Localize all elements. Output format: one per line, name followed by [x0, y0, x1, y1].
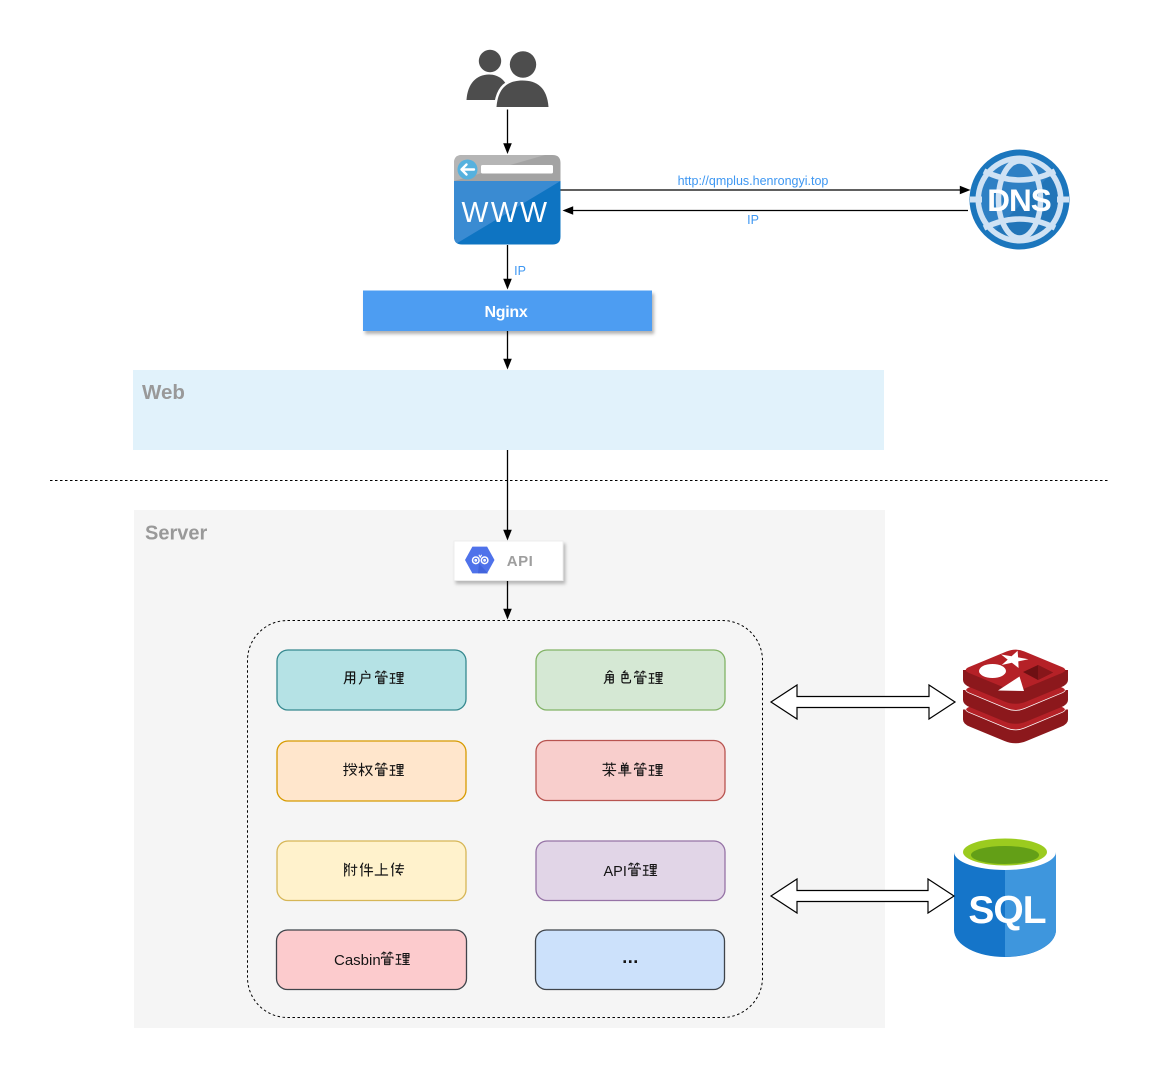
svg-text:IP: IP: [747, 213, 759, 227]
svg-text:API: API: [507, 553, 534, 570]
svg-text:http://qmplus.henrongyi.top: http://qmplus.henrongyi.top: [678, 174, 829, 188]
svg-text:Casbin: Casbin: [334, 952, 381, 969]
svg-text:Web: Web: [142, 381, 185, 404]
svg-text:API: API: [604, 864, 627, 880]
svg-text:Server: Server: [145, 523, 207, 545]
svg-text:IP: IP: [514, 264, 526, 278]
svg-text:Nginx: Nginx: [485, 304, 528, 321]
svg-text:SQL: SQL: [968, 889, 1045, 932]
svg-text:DNS: DNS: [987, 182, 1051, 218]
svg-text:...: ...: [622, 947, 639, 967]
svg-text:WWW: WWW: [462, 197, 550, 229]
